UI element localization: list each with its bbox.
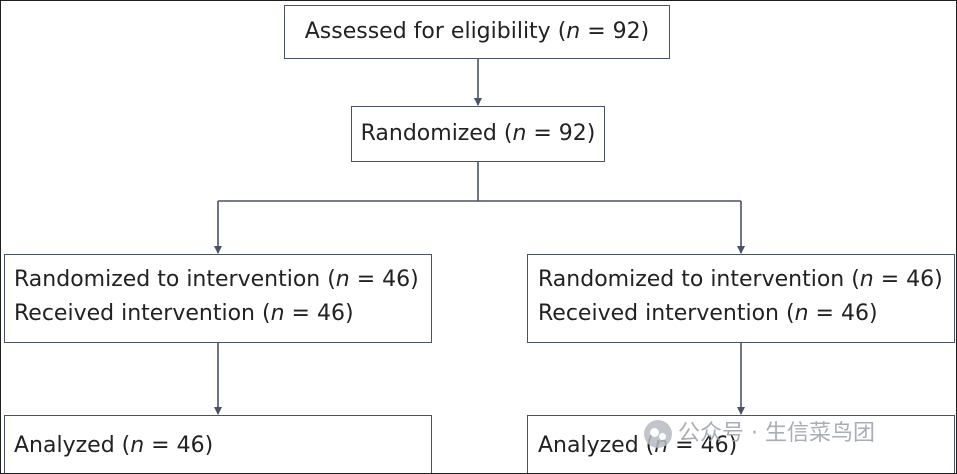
n-symbol: n (512, 121, 527, 146)
wechat-icon (644, 420, 672, 448)
left-randomized-label: Randomized to intervention (n = 46) (14, 267, 419, 292)
watermark: 公众号 · 生信菜鸟团 (644, 419, 875, 449)
left-group-box: Randomized to intervention (n = 46) Rece… (4, 254, 432, 343)
assessed-label: Assessed for eligibility (n = 92) (304, 19, 650, 44)
randomized-label: Randomized (n = 92) (360, 121, 596, 146)
n-symbol: n (794, 301, 809, 326)
randomized-box: Randomized (n = 92) (351, 106, 605, 162)
right-group-box: Randomized to intervention (n = 46) Rece… (527, 254, 955, 343)
n-symbol: n (335, 267, 350, 292)
right-analyzed-box: Analyzed (n = 46) (527, 415, 955, 473)
left-analyzed-label: Analyzed (n = 46) (14, 433, 214, 458)
right-received-label: Received intervention (n = 46) (538, 301, 878, 326)
assessed-box: Assessed for eligibility (n = 92) (284, 5, 670, 59)
n-symbol: n (130, 433, 145, 458)
watermark-text: 公众号 · 生信菜鸟团 (678, 421, 875, 446)
n-symbol: n (566, 19, 581, 44)
n-symbol: n (270, 301, 285, 326)
right-randomized-label: Randomized to intervention (n = 46) (538, 267, 943, 292)
left-analyzed-box: Analyzed (n = 46) (4, 415, 432, 473)
n-symbol: n (859, 267, 874, 292)
left-received-label: Received intervention (n = 46) (14, 301, 354, 326)
right-analyzed-label: Analyzed (n = 46) (538, 433, 738, 458)
